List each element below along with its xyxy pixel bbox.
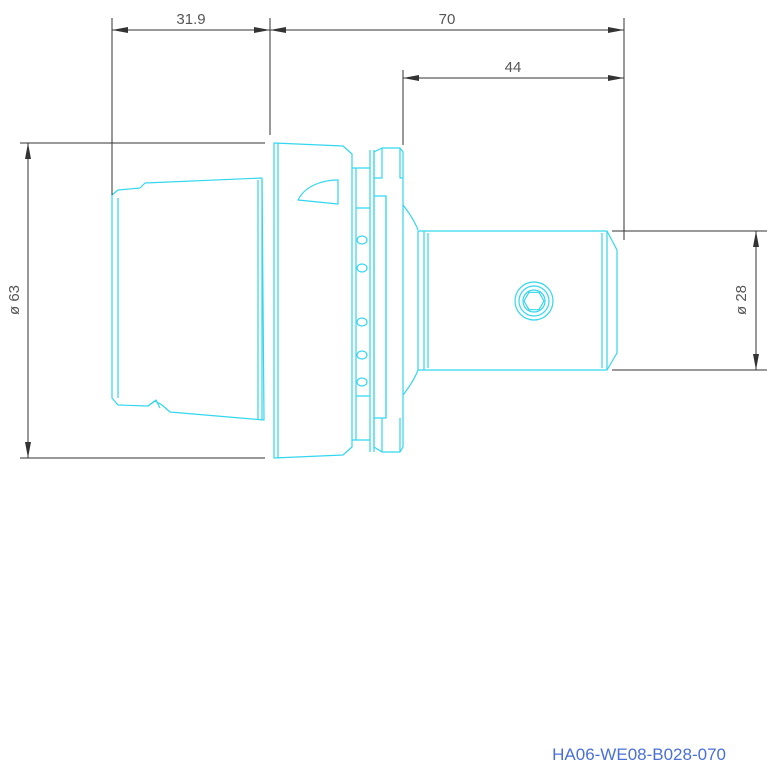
collar-outline <box>373 147 404 453</box>
shank-length-label: 44 <box>505 59 522 76</box>
orientation-notch <box>297 179 339 205</box>
groove-holes <box>356 235 368 387</box>
shank-outline <box>417 230 618 371</box>
dimension-flange-length: 31.9 <box>112 11 270 33</box>
shank-diameter-label: ø 28 <box>733 285 750 315</box>
dimension-flange-diameter: ø 63 <box>6 143 31 458</box>
dimensions: 31.9 70 44 ø 63 ø 28 <box>6 11 767 459</box>
flange-length-label: 31.9 <box>176 11 205 28</box>
dimension-shank-diameter: ø 28 <box>733 231 759 370</box>
clamping-screw <box>514 281 554 321</box>
dimension-shank-length: 44 <box>403 59 624 81</box>
tool-holder-part <box>111 142 618 459</box>
flange-outline <box>273 142 353 459</box>
dimension-overall-length: 70 <box>270 11 624 33</box>
flange-diameter-label: ø 63 <box>6 285 23 315</box>
part-number: HA06-WE08-B028-070 <box>552 745 726 764</box>
back-body-outline <box>111 177 265 421</box>
overall-length-label: 70 <box>439 11 456 28</box>
